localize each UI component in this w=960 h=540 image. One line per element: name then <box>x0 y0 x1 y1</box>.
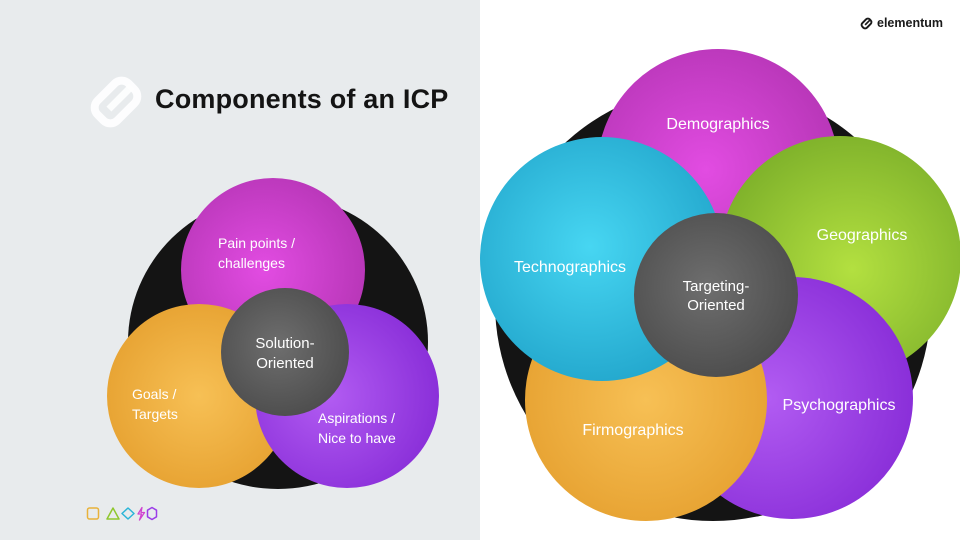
hexagon-outline-icon <box>146 506 158 521</box>
elementum-logo-icon <box>90 76 142 128</box>
label-targeting-line1: Targeting- <box>683 278 750 295</box>
brand-logo: elementum <box>860 14 943 32</box>
label-pain-points-line2: challenges <box>218 255 285 271</box>
label-technographics: Technographics <box>514 259 626 276</box>
left-center-circle <box>221 288 349 416</box>
label-targeting-line2: Oriented <box>687 297 745 314</box>
label-aspirations-line1: Aspirations / <box>318 410 395 426</box>
label-psychographics: Psychographics <box>783 397 896 414</box>
label-geographics: Geographics <box>817 227 908 244</box>
label-goals-line1: Goals / <box>132 386 176 402</box>
lightning-icon <box>137 506 146 521</box>
label-pain-points-line1: Pain points / <box>218 235 295 251</box>
left-diagram: Pain points / challenges Goals / Targets… <box>107 178 439 489</box>
label-solution-line1: Solution- <box>255 335 314 352</box>
brand-name: elementum <box>877 16 943 30</box>
right-center-circle <box>634 213 798 377</box>
right-diagram: Demographics Geographics Psychographics … <box>480 49 960 521</box>
label-firmographics: Firmographics <box>582 422 683 439</box>
slide-title: Components of an ICP <box>155 84 449 114</box>
label-goals-line2: Targets <box>132 406 178 422</box>
square-outline-icon <box>86 507 100 520</box>
label-demographics: Demographics <box>666 116 769 133</box>
footer-shapes <box>86 506 158 521</box>
diamond-outline-icon <box>121 507 135 520</box>
triangle-outline-icon <box>106 507 120 520</box>
label-aspirations-line2: Nice to have <box>318 430 396 446</box>
elementum-logo-icon <box>860 17 873 29</box>
label-solution-line2: Oriented <box>256 355 314 372</box>
